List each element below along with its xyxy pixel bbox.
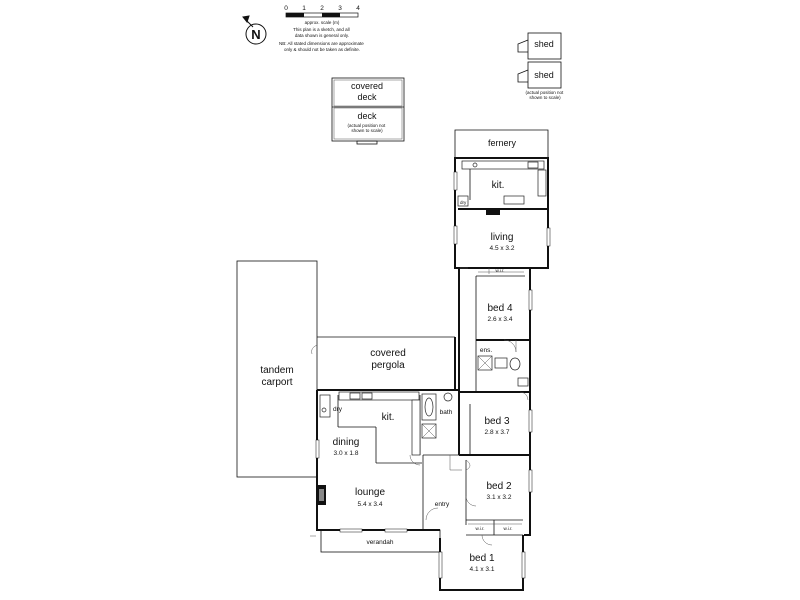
carport-label-2: carport: [261, 377, 292, 388]
ensuite-fixtures: [477, 355, 529, 387]
deck-note: (actual position not shown to scale): [347, 123, 386, 133]
scale-bar: 0 1 2 3 4 approx. scale (m): [284, 5, 360, 25]
bed1-label: bed 1: [469, 553, 494, 564]
scale-tick-1: 1: [302, 5, 306, 12]
shed-label-1: shed: [534, 39, 554, 49]
kitchen-upper-label: kit.: [492, 180, 505, 191]
sketch-note: This plan is a sketch, and all data show…: [293, 27, 351, 38]
bath-label: bath: [440, 409, 453, 416]
kitchen-fixtures-lower: [319, 391, 421, 456]
north-label: N: [251, 27, 260, 42]
wir-label-2: w.i.r.: [503, 526, 512, 531]
dimension-note: NB: All stated dimensions are approximat…: [279, 41, 365, 52]
house-walls: [316, 157, 549, 591]
north-arrow-icon: N: [242, 15, 267, 45]
windows: [315, 171, 551, 579]
covered-deck-label-1: covered: [351, 81, 383, 91]
bed4-label: bed 4: [487, 303, 512, 314]
deck-label: deck: [357, 111, 377, 121]
ensuite-label: ens.: [480, 347, 492, 354]
pergola-label-2: pergola: [371, 360, 405, 371]
bed1-dimensions: 4.1 x 3.1: [470, 566, 495, 573]
living-dimensions: 4.5 x 3.2: [490, 245, 515, 252]
dining-label: dining: [333, 437, 360, 448]
verandah-label: verandah: [366, 539, 393, 546]
fireplace-icon: [317, 485, 326, 505]
carport-label-1: tandem: [260, 365, 293, 376]
kitchen-fixtures-upper: dry: [457, 160, 547, 215]
pergola-label-1: covered: [370, 348, 406, 359]
covered-deck-label-2: deck: [357, 92, 377, 102]
dining-dimensions: 3.0 x 1.8: [334, 450, 359, 457]
bed3-dimensions: 2.8 x 3.7: [485, 429, 510, 436]
bath-fixtures: [421, 392, 453, 439]
wardrobe-upper: w.i.r.: [478, 268, 524, 273]
lounge-dimensions: 5.4 x 3.4: [358, 501, 383, 508]
wir-label-1: w.i.r.: [475, 526, 484, 531]
wir-upper-label: w.i.r.: [495, 268, 504, 273]
dryer-label: dry: [333, 406, 343, 413]
fernery-label: fernery: [488, 138, 517, 148]
carport-outline: [236, 260, 318, 478]
bed4-dimensions: 2.6 x 3.4: [488, 316, 513, 323]
kitchen-lower-label: kit.: [382, 412, 395, 423]
scale-tick-4: 4: [356, 5, 360, 12]
deck-block: covered deck deck (actual position not s…: [331, 77, 405, 145]
scale-tick-3: 3: [338, 5, 342, 12]
scale-label: approx. scale (m): [305, 20, 340, 25]
shed-block: shed shed (actual position not shown to …: [517, 32, 564, 100]
shed-note: (actual position not shown to scale): [525, 90, 564, 100]
bed3-label: bed 3: [484, 416, 509, 427]
door-swings: [310, 267, 529, 546]
entry-label: entry: [435, 501, 450, 508]
lounge-label: lounge: [355, 487, 385, 498]
scale-tick-2: 2: [320, 5, 324, 12]
living-label: living: [491, 232, 514, 243]
fernery-outline: [454, 129, 549, 158]
scale-tick-0: 0: [284, 5, 288, 12]
bed2-label: bed 2: [486, 481, 511, 492]
shed-label-2: shed: [534, 70, 554, 80]
bed2-dimensions: 3.1 x 3.2: [487, 494, 512, 501]
upper-dryer-label: dry: [460, 200, 467, 205]
